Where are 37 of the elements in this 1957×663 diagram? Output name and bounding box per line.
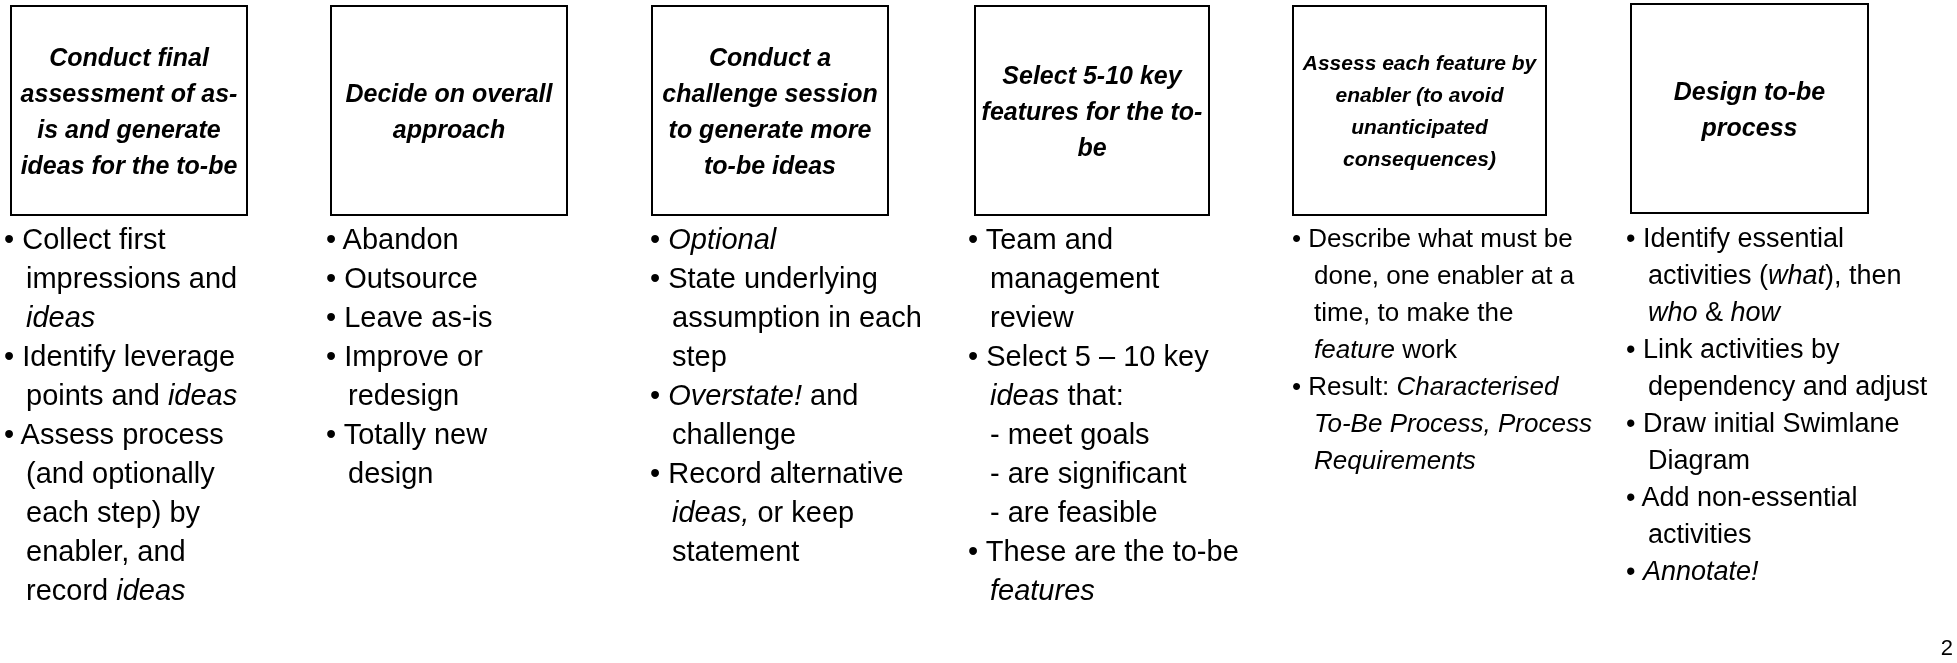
step-box bbox=[10, 5, 248, 216]
step-title: Design to-be process bbox=[1672, 75, 1827, 143]
bullet-item: • Select 5 – 10 key ideas that: bbox=[968, 339, 1210, 413]
bullet-item: • Leave as-is bbox=[326, 300, 494, 335]
bullet-item: • Assess process (and optionally each step) by enabler, and record ideas bbox=[4, 417, 225, 608]
list-subitem: - are significant bbox=[989, 456, 1188, 491]
bullet-item: • Improve or redesign bbox=[326, 339, 484, 413]
step-title: Assess each feature by enabler (to avoid unanticipated consequences) bbox=[1301, 49, 1538, 172]
bullet-item: • These are the to-be features bbox=[968, 534, 1240, 608]
bullet-item: • Identify essential activities (what), then who & how bbox=[1626, 222, 1903, 329]
bullet-item: • Add non-essential activities bbox=[1626, 481, 1859, 551]
bullet-item: • Overstate! and challenge bbox=[650, 378, 860, 452]
bullet-item: • Optional bbox=[650, 222, 778, 257]
bullet-item: • Draw initial Swimlane Diagram bbox=[1626, 407, 1901, 477]
list-subitem: - meet goals bbox=[989, 417, 1151, 452]
step-title: Decide on overall approach bbox=[344, 77, 554, 145]
bullet-item: • Annotate! bbox=[1626, 555, 1760, 588]
bullet-item: • Link activities by dependency and adjust bbox=[1626, 333, 1929, 403]
step-title: Conduct a challenge session to generate more to-be ideas bbox=[661, 41, 879, 181]
bullet-item: • Outsource bbox=[326, 261, 479, 296]
bullet-item: • Collect first impressions and ideas bbox=[4, 222, 239, 335]
page-number: 2 bbox=[1940, 635, 1953, 661]
step-box bbox=[1630, 3, 1869, 214]
step-box bbox=[974, 5, 1210, 216]
bullet-item: • Identify leverage points and ideas bbox=[4, 339, 239, 413]
bullet-item: • Record alternative ideas, or keep statement bbox=[650, 456, 905, 569]
step-box bbox=[330, 5, 568, 216]
step-title: Conduct final assessment of as-is and generate ideas for the to-be bbox=[19, 41, 239, 181]
step-title: Select 5-10 key features for the to-be bbox=[980, 59, 1204, 163]
bullet-item: • Team and management review bbox=[968, 222, 1161, 335]
step-box bbox=[1292, 5, 1547, 216]
bullet-item: • Abandon bbox=[326, 222, 460, 257]
step-box bbox=[651, 5, 889, 216]
list-subitem: - are feasible bbox=[989, 495, 1159, 530]
bullet-item: • Describe what must be done, one enabler at a time, to make the feature work bbox=[1292, 222, 1576, 366]
bullet-item: • Totally new design bbox=[326, 417, 489, 491]
bullet-item: • Result: Characterised To-Be Process, Process Requirements bbox=[1292, 370, 1592, 477]
